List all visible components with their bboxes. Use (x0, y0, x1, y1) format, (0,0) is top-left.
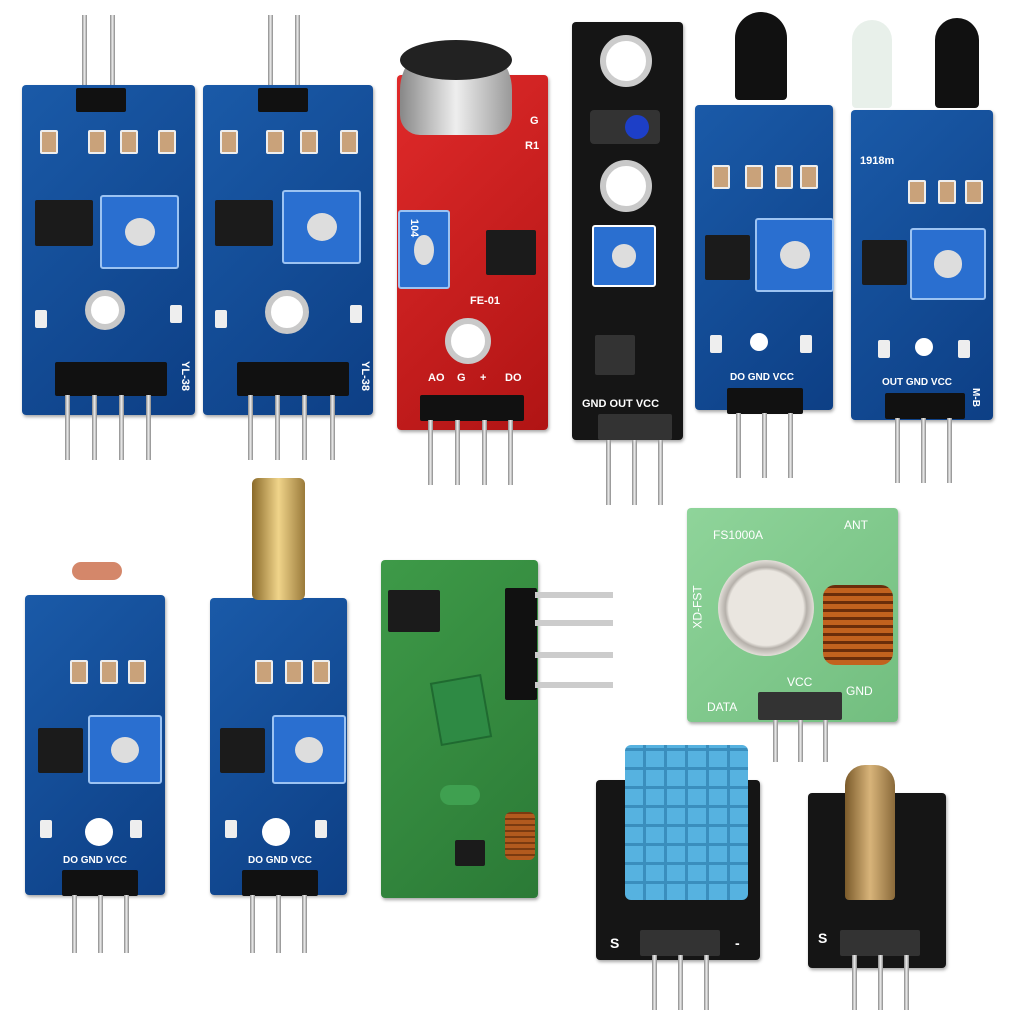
ir-led (735, 12, 787, 100)
silk-label: S (818, 930, 828, 946)
silk-label: DO (505, 372, 522, 384)
antenna-coil (823, 585, 893, 665)
silk-label: S (610, 935, 620, 951)
humidity-sensor-housing (625, 745, 748, 900)
tilt-switch-cylinder (252, 478, 305, 600)
silk-label: FE-01 (470, 295, 500, 307)
silk-label: GND (265, 855, 289, 866)
silk-label: GND (80, 855, 104, 866)
silk-label: ANT (844, 518, 868, 532)
ir-receiver-led (935, 18, 979, 108)
silk-label: + (480, 372, 487, 384)
silk-label: YL-38 (178, 361, 191, 391)
saw-resonator (718, 560, 814, 656)
silk-label: DO (730, 372, 745, 383)
silk-label: VCC (635, 398, 660, 410)
silk-label: AO (428, 372, 445, 384)
silk-label: VCC (787, 675, 813, 689)
silk-label: R1 (525, 140, 540, 152)
silk-label: - (735, 935, 740, 951)
silk-label: DO (63, 855, 78, 866)
silk-label: GND (582, 398, 607, 410)
ir-emitter-led (852, 20, 892, 108)
silk-label: GND (747, 372, 771, 383)
silk-label: GND (846, 684, 873, 698)
silk-label: G (530, 115, 539, 127)
silk-label: DATA (707, 700, 738, 714)
inductor-can (429, 673, 493, 747)
silk-label: VCC (290, 855, 312, 866)
silk-label: M-B (969, 388, 981, 407)
silk-label: VCC (930, 377, 953, 388)
silk-label: XD-FST (690, 585, 705, 629)
photoresistor (72, 562, 122, 580)
silk-label: OUT (609, 398, 633, 410)
silk-label: OUT (882, 377, 904, 388)
silk-label: FS1000A (713, 528, 764, 542)
silk-label: 1918m (860, 155, 895, 167)
silk-label: GND (905, 377, 929, 388)
laser-diode-head (845, 765, 895, 900)
coil (505, 812, 535, 860)
silk-label: DO (248, 855, 263, 866)
silk-label: YL-38 (358, 361, 371, 391)
silk-label: 104 (408, 218, 421, 238)
silk-label: VCC (772, 372, 794, 383)
silk-label: VCC (105, 855, 127, 866)
silk-label: G (457, 372, 466, 384)
